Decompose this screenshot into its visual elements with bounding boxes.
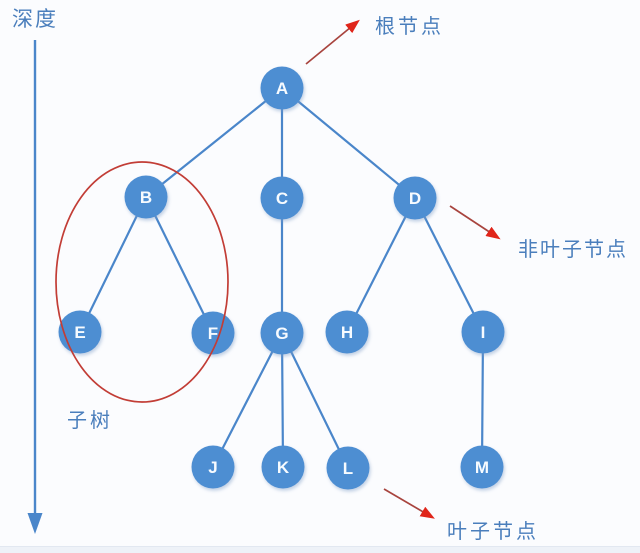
edge-B-F bbox=[144, 195, 215, 335]
node-circle-G bbox=[260, 311, 304, 355]
tree-node-H: H bbox=[325, 310, 369, 354]
leaf-arrow-icon bbox=[383, 488, 435, 519]
edge-G-J bbox=[211, 331, 284, 469]
tree-node-B: B bbox=[124, 175, 168, 219]
node-label-G: G bbox=[275, 324, 288, 343]
tree-edges bbox=[78, 86, 485, 470]
root-arrow-icon bbox=[305, 19, 360, 65]
bottom-band bbox=[0, 546, 640, 553]
edge-G-L bbox=[280, 331, 350, 470]
node-circle-M bbox=[460, 445, 504, 489]
node-label-F: F bbox=[208, 324, 218, 343]
tree-node-D: D bbox=[393, 176, 437, 220]
node-circle-C bbox=[260, 176, 304, 220]
tree-node-J: J bbox=[191, 445, 235, 489]
node-label-B: B bbox=[140, 188, 152, 207]
node-label-M: M bbox=[475, 458, 489, 477]
node-label-K: K bbox=[277, 458, 290, 477]
node-circle-I bbox=[461, 310, 505, 354]
leaf-label: 叶子节点 bbox=[447, 520, 539, 543]
tree-node-L: L bbox=[326, 446, 370, 490]
node-label-E: E bbox=[74, 323, 85, 342]
non-leaf-arrow-icon bbox=[449, 205, 501, 240]
tree-node-M: M bbox=[460, 445, 504, 489]
node-label-I: I bbox=[481, 323, 486, 342]
edge-B-E bbox=[78, 195, 148, 334]
node-circle-K bbox=[261, 445, 305, 489]
tree-node-E: E bbox=[58, 310, 102, 354]
edge-A-B bbox=[144, 86, 284, 199]
root-label: 根节点 bbox=[375, 15, 444, 38]
node-circle-D bbox=[393, 176, 437, 220]
node-label-D: D bbox=[409, 189, 421, 208]
node-circle-L bbox=[326, 446, 370, 490]
node-circle-E bbox=[58, 310, 102, 354]
edge-I-M bbox=[480, 330, 485, 469]
tree-node-I: I bbox=[461, 310, 505, 354]
node-circle-H bbox=[325, 310, 369, 354]
node-circle-B bbox=[124, 175, 168, 219]
non-leaf-label: 非叶子节点 bbox=[518, 238, 628, 261]
node-label-L: L bbox=[343, 459, 353, 478]
edge-G-K bbox=[280, 331, 285, 469]
edge-A-D bbox=[280, 86, 417, 200]
node-label-C: C bbox=[276, 189, 288, 208]
subtree-label: 子树 bbox=[67, 409, 113, 432]
node-label-A: A bbox=[276, 79, 288, 98]
annotation-root: 根节点 bbox=[305, 15, 444, 65]
tree-nodes: A B C D E F G H I J K L M bbox=[58, 66, 505, 490]
annotation-leaf: 叶子节点 bbox=[383, 488, 539, 543]
node-label-J: J bbox=[208, 458, 217, 477]
node-label-H: H bbox=[341, 323, 353, 342]
tree-node-C: C bbox=[260, 176, 304, 220]
node-circle-J bbox=[191, 445, 235, 489]
depth-axis: 深度 bbox=[12, 8, 58, 534]
depth-arrow-head-icon bbox=[27, 513, 43, 534]
edge-D-H bbox=[345, 196, 417, 334]
bottom-band-fill bbox=[0, 547, 640, 553]
annotation-non-leaf: 非叶子节点 bbox=[449, 205, 628, 261]
tree-node-G: G bbox=[260, 311, 304, 355]
edge-D-I bbox=[413, 196, 485, 334]
depth-label: 深度 bbox=[12, 8, 58, 31]
subtree-ellipse bbox=[55, 161, 229, 403]
node-circle-A bbox=[260, 66, 304, 110]
tree-node-A: A bbox=[260, 66, 304, 110]
tree-node-K: K bbox=[261, 445, 305, 489]
